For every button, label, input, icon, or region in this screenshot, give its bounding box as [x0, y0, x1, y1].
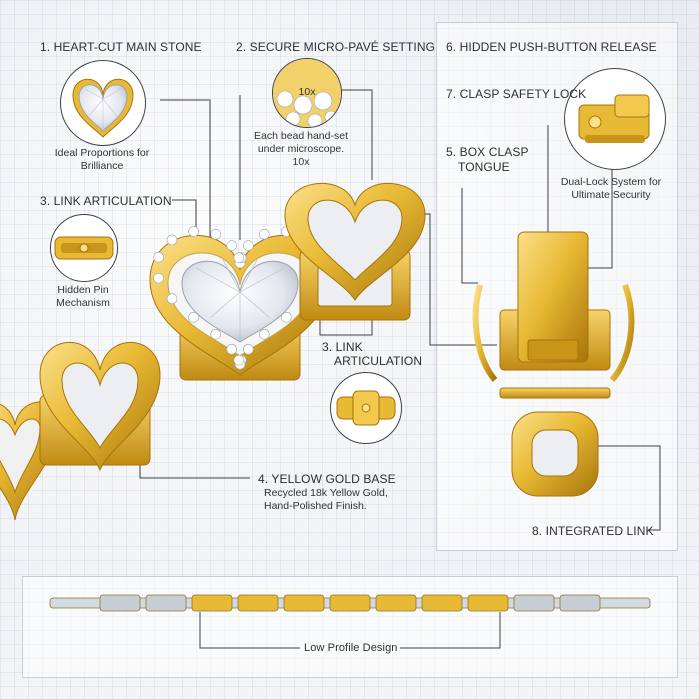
strip-link — [559, 594, 601, 612]
halo-diamond — [210, 328, 222, 340]
label-box-clasp-2: TONGUE — [458, 160, 510, 174]
label-link-articulation-left: 3. LINK ARTICULATION — [40, 194, 172, 208]
caption-bead: Each bead hand-set under microscope. 10x — [236, 130, 366, 169]
profile-panel — [22, 576, 678, 678]
leader-profile-a — [199, 612, 300, 649]
leader-box-clasp — [461, 188, 478, 284]
caption-gold-line-2: Hand-Polished Finish. — [264, 500, 367, 512]
halo-diamond — [258, 229, 270, 240]
link-articulation-magnifier — [330, 372, 402, 444]
halo-diamond — [166, 234, 178, 246]
strip-link — [99, 594, 141, 612]
leader-tongue — [415, 213, 497, 346]
leader-heart-cut — [160, 99, 211, 240]
halo-diamond — [153, 251, 164, 263]
strip-link — [513, 594, 555, 612]
low-profile-strip — [49, 594, 651, 612]
caption-gold-line-1: Recycled 18k Yellow Gold, — [264, 487, 388, 499]
label-link-articulation-center-2: ARTICULATION — [334, 354, 423, 368]
label-push-button: 6. HIDDEN PUSH-BUTTON RELEASE — [446, 40, 657, 54]
pave-magnifier — [272, 58, 342, 128]
halo-diamond — [243, 343, 254, 355]
caption-magnify: 10x — [298, 86, 316, 98]
halo-diamond — [153, 272, 164, 284]
halo-diamond — [188, 226, 199, 237]
leader-integrated — [590, 445, 661, 531]
halo-diamond — [166, 293, 178, 304]
caption-bead-line-1: Each bead hand-set — [254, 130, 348, 142]
label-integrated-link: 8. INTEGRATED LINK — [532, 524, 654, 538]
strip-link — [237, 594, 279, 612]
halo-diamond — [210, 229, 222, 240]
halo-diamond — [226, 343, 237, 355]
halo-diamond — [258, 328, 270, 340]
caption-pin-line-2: Mechanism — [56, 297, 110, 309]
strip-link — [283, 594, 325, 612]
label-low-profile: Low Profile Design — [304, 642, 398, 654]
caption-dual-lock: Dual-Lock System for Ultimate Security — [546, 176, 676, 202]
caption-pin: Hidden Pin Mechanism — [30, 284, 136, 310]
halo-diamond — [188, 312, 199, 323]
label-heart-cut: 1. HEART-CUT MAIN STONE — [40, 40, 202, 54]
halo-diamond — [226, 240, 237, 251]
caption-dual-lock-line-1: Dual-Lock System for — [560, 176, 662, 188]
halo-diamond — [233, 354, 245, 366]
strip-link — [467, 594, 509, 612]
heart-link-right — [284, 182, 426, 321]
hidden-pin-magnifier — [50, 214, 118, 282]
box-clasp — [472, 231, 635, 399]
strip-link — [145, 594, 187, 612]
caption-dual-lock-line-2: Ultimate Security — [571, 189, 651, 201]
caption-brilliance: Ideal Proportions for Brilliance — [32, 147, 172, 173]
main-heart — [149, 235, 331, 381]
label-micro-pave: 2. SECURE MICRO-PAVÉ SETTING — [236, 40, 436, 54]
heart-cut-magnifier — [60, 60, 146, 146]
strip-link — [329, 594, 371, 612]
leader-gold — [139, 440, 250, 479]
label-link-articulation-center-1: 3. LINK — [322, 340, 363, 354]
leader-profile-b — [400, 612, 501, 649]
halo-diamond — [281, 312, 292, 323]
halo-diamond — [243, 240, 254, 251]
strip-link — [375, 594, 417, 612]
heart-link-left-1 — [39, 342, 161, 472]
caption-brilliance-line-2: Brilliance — [80, 160, 124, 172]
label-box-clasp-1: 5. BOX CLASP — [446, 145, 529, 159]
integrated-link-part — [511, 411, 599, 497]
label-safety-lock: 7. CLASP SAFETY LOCK — [446, 87, 587, 101]
caption-pin-line-1: Hidden Pin — [57, 284, 109, 296]
leader-safety-b — [585, 150, 613, 269]
strip-link — [191, 594, 233, 612]
caption-brilliance-line-1: Ideal Proportions for — [54, 147, 150, 159]
caption-gold: Recycled 18k Yellow Gold, Hand-Polished … — [264, 487, 404, 513]
caption-bead-line-2: under microscope. — [257, 143, 345, 155]
safety-lock-magnifier — [564, 68, 666, 170]
halo-diamond — [233, 252, 245, 264]
label-yellow-gold: 4. YELLOW GOLD BASE — [258, 472, 396, 486]
leader-pave-b — [340, 89, 373, 180]
caption-bead-line-3: 10x — [292, 156, 310, 168]
strip-link — [421, 594, 463, 612]
